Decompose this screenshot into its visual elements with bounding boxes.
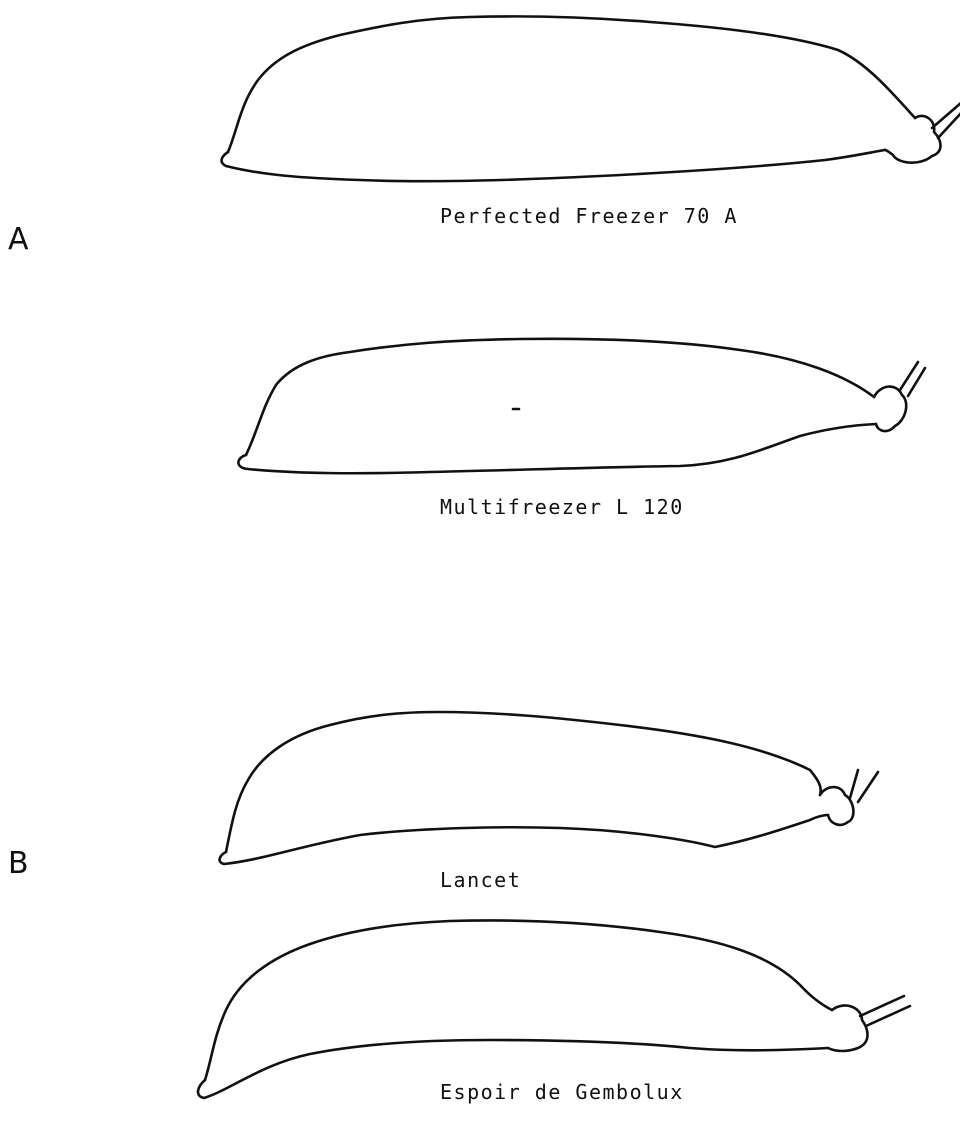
pod-outline-espoir xyxy=(198,920,910,1098)
pod-outline-perfected-freezer xyxy=(222,16,960,181)
group-label-a: A xyxy=(8,225,29,255)
pod-caption-multifreezer: Multifreezer L 120 xyxy=(440,497,684,517)
pod-caption-espoir: Espoir de Gembolux xyxy=(440,1082,684,1102)
group-label-b: B xyxy=(8,849,29,879)
pod-caption-perfected-freezer: Perfected Freezer 70 A xyxy=(440,206,738,226)
pod-outline-multifreezer xyxy=(238,339,925,473)
pod-caption-lancet: Lancet xyxy=(440,870,521,890)
pod-outline-lancet xyxy=(220,712,878,864)
